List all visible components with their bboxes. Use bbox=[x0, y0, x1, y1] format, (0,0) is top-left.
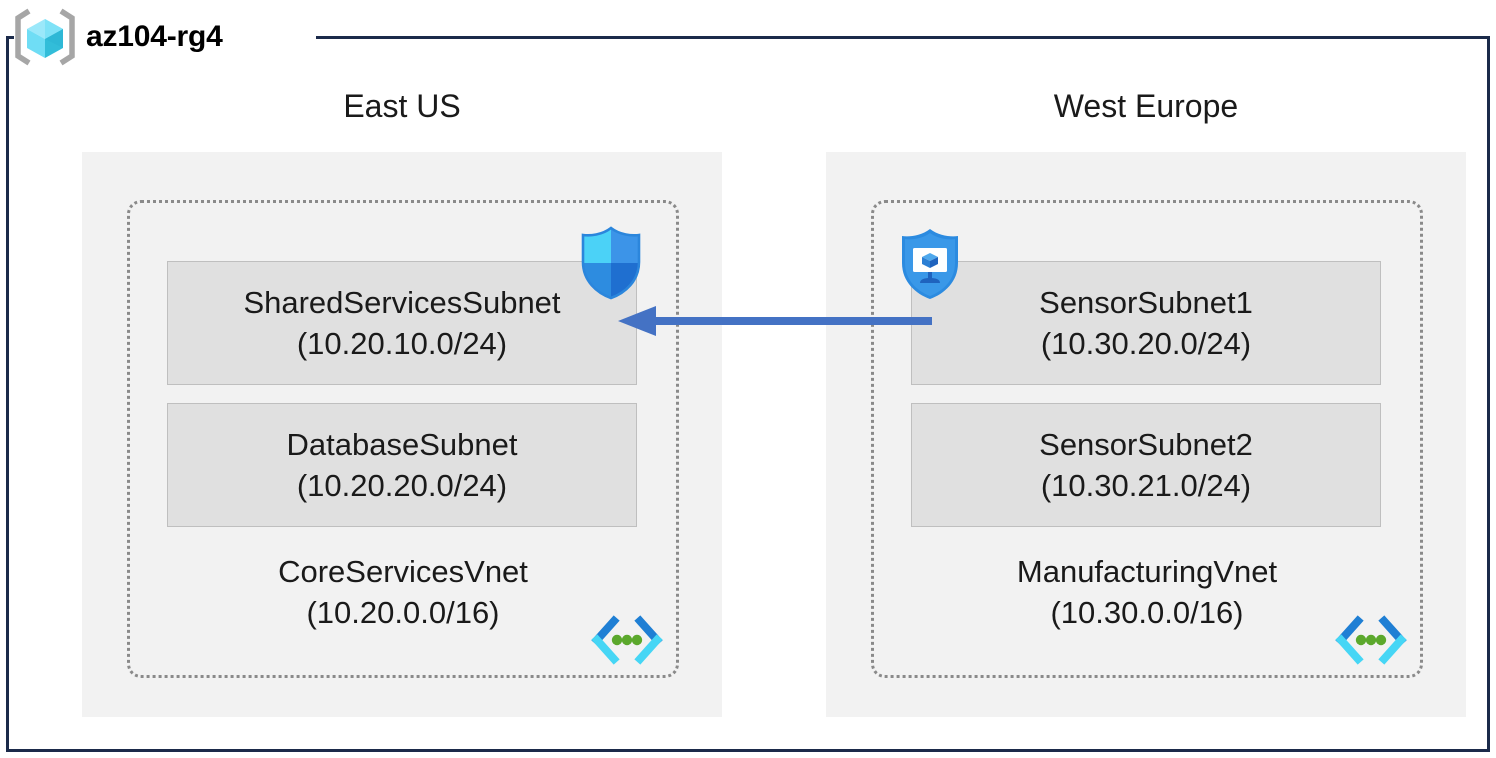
security-center-shield-monitor-icon bbox=[902, 229, 958, 299]
peering-arrow-left-icon bbox=[618, 306, 932, 336]
resource-group-cube-icon bbox=[15, 8, 75, 66]
subnet-name: SensorSubnet1 bbox=[1039, 285, 1253, 320]
virtual-network-icon bbox=[591, 615, 663, 665]
subnet-name: SensorSubnet2 bbox=[1039, 427, 1253, 462]
resource-group-frame-top-left-segment bbox=[6, 36, 20, 39]
vnet-cidr: (10.20.0.0/16) bbox=[306, 595, 500, 630]
subnet-name: SharedServicesSubnet bbox=[243, 285, 561, 320]
region-label: West Europe bbox=[1053, 88, 1239, 124]
vnet-label-group: ManufacturingVnet (10.30.0.0/16) bbox=[874, 551, 1420, 633]
subnet-sensor-1[interactable]: SensorSubnet1 (10.30.20.0/24) bbox=[911, 261, 1381, 385]
resource-group-frame bbox=[6, 36, 1490, 752]
region-container: SharedServicesSubnet (10.20.10.0/24) Dat… bbox=[82, 152, 722, 717]
vnet-name: CoreServicesVnet bbox=[278, 554, 528, 589]
subnet-sensor-2[interactable]: SensorSubnet2 (10.30.21.0/24) bbox=[911, 403, 1381, 527]
subnet-cidr: (10.20.20.0/24) bbox=[296, 468, 508, 503]
vnet-core-services[interactable]: SharedServicesSubnet (10.20.10.0/24) Dat… bbox=[127, 200, 679, 678]
subnet-cidr: (10.30.20.0/24) bbox=[1040, 326, 1252, 361]
subnet-database[interactable]: DatabaseSubnet (10.20.20.0/24) bbox=[167, 403, 637, 527]
resource-group-frame-top-right-segment bbox=[316, 36, 1490, 39]
region-west-europe: West Europe SensorSubnet1 (10.30.20.0/24… bbox=[826, 86, 1466, 717]
resource-group-name: az104-rg4 bbox=[86, 20, 223, 53]
vnet-cidr: (10.30.0.0/16) bbox=[1050, 595, 1244, 630]
vnet-name: ManufacturingVnet bbox=[1016, 554, 1278, 589]
region-label: East US bbox=[343, 88, 461, 124]
vnet-label-group: CoreServicesVnet (10.20.0.0/16) bbox=[130, 551, 676, 633]
virtual-network-icon bbox=[1335, 615, 1407, 665]
subnet-name: DatabaseSubnet bbox=[286, 427, 518, 462]
vnet-manufacturing[interactable]: SensorSubnet1 (10.30.20.0/24) SensorSubn… bbox=[871, 200, 1423, 678]
subnet-shared-services[interactable]: SharedServicesSubnet (10.20.10.0/24) bbox=[167, 261, 637, 385]
subnet-cidr: (10.30.21.0/24) bbox=[1040, 468, 1252, 503]
subnet-cidr: (10.20.10.0/24) bbox=[296, 326, 508, 361]
resource-group-header: az104-rg4 bbox=[14, 8, 233, 66]
region-east-us: East US SharedServicesSubnet (10.20.10.0… bbox=[82, 86, 722, 717]
network-security-group-shield-icon bbox=[581, 226, 641, 300]
